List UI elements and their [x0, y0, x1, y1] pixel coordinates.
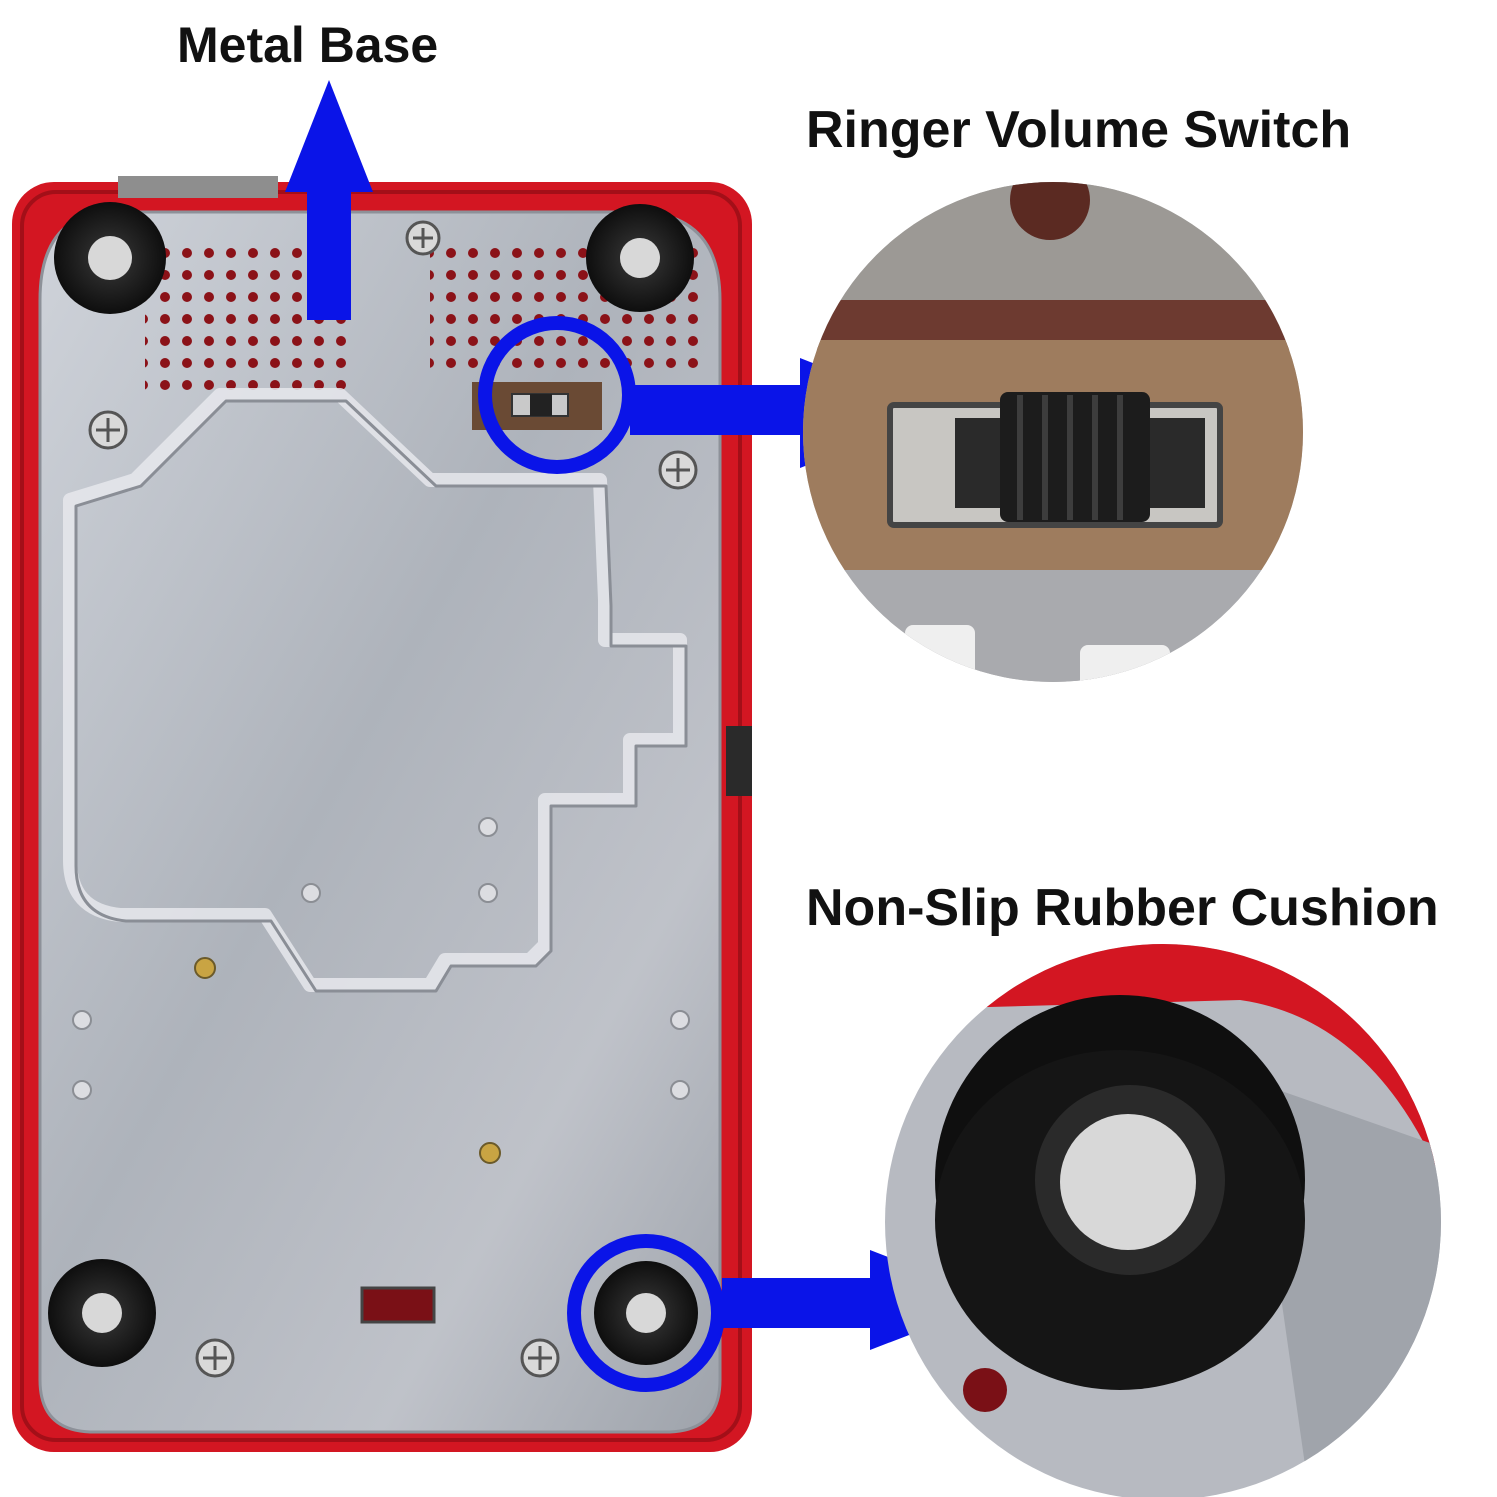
metal-base-label: Metal Base [177, 17, 439, 73]
phone-base [12, 176, 752, 1452]
up-arrow-icon [285, 80, 373, 320]
ringer-volume-switch-label: Ringer Volume Switch [806, 101, 1352, 159]
cushion-highlight-circle [567, 1234, 725, 1392]
rubber-feet [48, 202, 698, 1367]
switch-highlight-circle [478, 316, 636, 474]
embossed-rib [63, 388, 687, 992]
non-slip-rubber-cushion-label: Non-Slip Rubber Cushion [806, 879, 1439, 937]
ringer-switch-zoom [803, 182, 1303, 682]
rubber-cushion-zoom [885, 944, 1441, 1497]
rivets [72, 817, 690, 1100]
screw-icon [88, 220, 698, 1378]
